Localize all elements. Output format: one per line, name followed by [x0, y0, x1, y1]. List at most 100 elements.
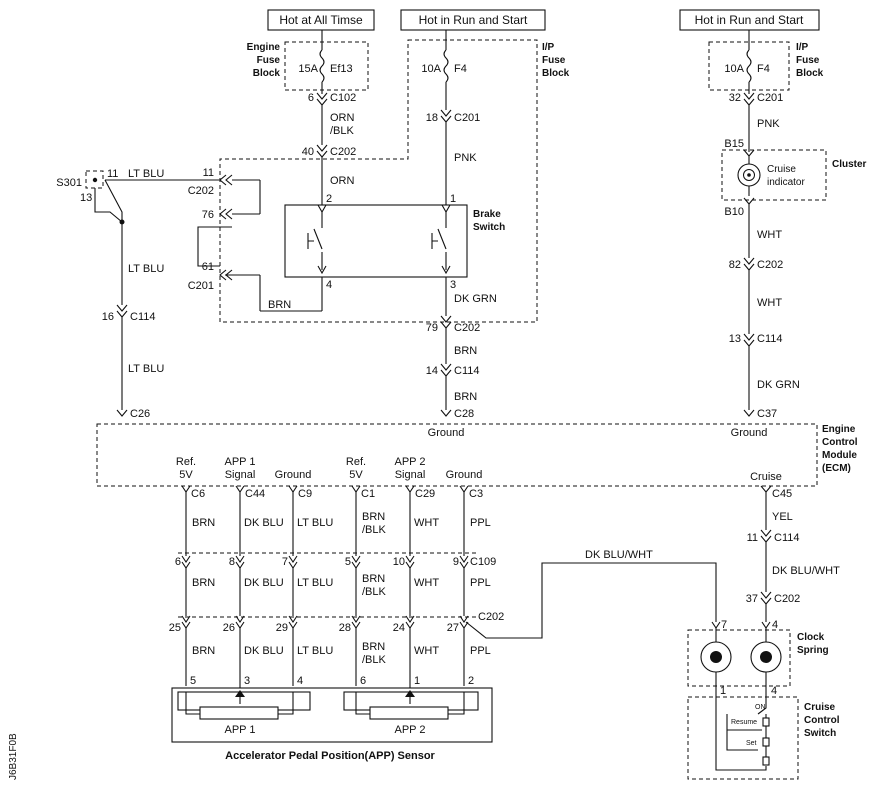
svg-text:Control: Control: [804, 715, 840, 726]
svg-text:82: 82: [729, 259, 741, 271]
svg-text:10: 10: [393, 556, 405, 568]
svg-text:27: 27: [447, 622, 459, 634]
svg-text:11: 11: [747, 532, 758, 544]
svg-text:Cruise: Cruise: [767, 164, 796, 175]
svg-text:/BLK: /BLK: [362, 654, 387, 666]
svg-text:ON: ON: [755, 704, 766, 711]
app-terminal-6: Ground C3 PPL 9 PPL 27 PPL: [446, 469, 491, 686]
svg-text:16: 16: [102, 311, 114, 323]
svg-text:ORN: ORN: [330, 112, 355, 124]
svg-text:4: 4: [326, 279, 332, 291]
svg-text:indicator: indicator: [767, 177, 805, 188]
splice-s301: S301 11 13 LT BLU 16 C114 LT BLU C26: [56, 168, 164, 420]
svg-text:40: 40: [302, 146, 314, 158]
svg-text:BRN: BRN: [362, 573, 385, 585]
svg-text:13: 13: [729, 333, 741, 345]
svg-text:APP 2: APP 2: [395, 456, 426, 468]
svg-text:Engine: Engine: [822, 424, 856, 435]
column-engine-fuse: 15A Ef13 Engine Fuse Block 6 C102 ORN /B…: [247, 30, 369, 205]
svg-text:76: 76: [202, 209, 214, 221]
svg-text:6: 6: [308, 92, 314, 104]
svg-text:2: 2: [326, 193, 332, 205]
app1-resistor-icon: [199, 706, 279, 720]
svg-text:C114: C114: [757, 333, 782, 345]
svg-text:DK BLU/WHT: DK BLU/WHT: [772, 565, 840, 577]
svg-text:C6: C6: [191, 488, 205, 500]
fuse-f4-icon: [443, 49, 449, 83]
svg-text:DK BLU/WHT: DK BLU/WHT: [585, 549, 653, 561]
clock-spring: 7 4 Clock Spring: [687, 619, 829, 700]
svg-text:C37: C37: [757, 408, 777, 420]
svg-text:BRN: BRN: [192, 577, 215, 589]
app-terminal-1: Ref. 5V C6 BRN 6 BRN 25 BRN: [169, 456, 215, 686]
svg-text:YEL: YEL: [772, 511, 793, 523]
svg-text:13: 13: [80, 192, 92, 204]
svg-text:BRN: BRN: [454, 391, 477, 403]
diagram-code: J6B31F0B: [8, 733, 19, 780]
svg-text:1: 1: [414, 675, 420, 687]
svg-text:C102: C102: [330, 92, 356, 104]
svg-text:PPL: PPL: [470, 645, 491, 657]
svg-text:PNK: PNK: [757, 118, 780, 130]
svg-text:BRN: BRN: [192, 645, 215, 657]
svg-text:C28: C28: [454, 408, 474, 420]
svg-text:APP 1: APP 1: [225, 456, 256, 468]
power-header-3: Hot in Run and Start: [679, 9, 820, 31]
svg-text:37: 37: [746, 593, 758, 605]
ip-fuse-block-outline: [219, 39, 538, 323]
svg-text:Switch: Switch: [473, 222, 505, 233]
svg-text:/BLK: /BLK: [362, 586, 387, 598]
svg-text:BRN: BRN: [362, 511, 385, 523]
svg-text:C202: C202: [330, 146, 356, 158]
svg-text:32: 32: [729, 92, 741, 104]
svg-text:Cluster: Cluster: [832, 159, 867, 170]
svg-text:11: 11: [203, 167, 214, 179]
app-sensor: 5 3 4 6 1 2 APP 1 APP 2 Accelerator Peda…: [171, 675, 493, 762]
svg-text:BRN: BRN: [454, 345, 477, 357]
app-terminal-3: Ground C9 LT BLU 7 LT BLU 29 LT BLU: [275, 469, 333, 686]
svg-text:LT BLU: LT BLU: [297, 577, 333, 589]
svg-text:C3: C3: [469, 488, 483, 500]
svg-text:Signal: Signal: [225, 469, 256, 481]
app-terminal-4: Ref. 5V C1 BRN /BLK 5 BRN /BLK 28 BRN /B…: [339, 456, 387, 686]
svg-text:1: 1: [720, 685, 726, 697]
svg-text:/BLK: /BLK: [330, 125, 355, 137]
svg-text:61: 61: [202, 261, 214, 273]
svg-text:Block: Block: [796, 68, 824, 79]
svg-text:LT BLU: LT BLU: [128, 168, 164, 180]
lt-blu-brake-loop: BRN: [225, 274, 323, 312]
svg-text:7: 7: [282, 556, 288, 568]
svg-text:Accelerator Pedal Position(APP: Accelerator Pedal Position(APP) Sensor: [225, 750, 435, 762]
svg-text:28: 28: [339, 622, 351, 634]
ecm-module: Ground Ground Cruise Engine Control Modu…: [96, 423, 858, 487]
svg-text:4: 4: [771, 685, 777, 697]
svg-text:10A: 10A: [724, 63, 744, 75]
svg-text:3: 3: [244, 675, 250, 687]
svg-text:Resume: Resume: [731, 719, 757, 726]
svg-text:C202: C202: [757, 259, 783, 271]
svg-text:LT BLU: LT BLU: [128, 363, 164, 375]
svg-text:6: 6: [175, 556, 181, 568]
svg-text:29: 29: [276, 622, 288, 634]
svg-text:PPL: PPL: [470, 517, 491, 529]
svg-text:C1: C1: [361, 488, 375, 500]
svg-text:Engine: Engine: [247, 42, 281, 53]
svg-text:9: 9: [453, 556, 459, 568]
svg-text:14: 14: [426, 365, 438, 377]
svg-text:4: 4: [297, 675, 303, 687]
svg-text:F4: F4: [454, 63, 467, 75]
svg-text:Ground: Ground: [428, 427, 465, 439]
svg-text:Signal: Signal: [395, 469, 426, 481]
c109-c202-rails: C109 C202: [178, 552, 504, 623]
svg-text:BRN: BRN: [192, 517, 215, 529]
svg-text:BRN: BRN: [268, 299, 291, 311]
svg-text:DK BLU: DK BLU: [244, 517, 284, 529]
svg-text:C114: C114: [130, 311, 155, 323]
column-ip-fuse: 10A F4 I/P Fuse Block 18 C201 PNK: [421, 30, 570, 205]
svg-text:WHT: WHT: [757, 297, 782, 309]
svg-text:DK GRN: DK GRN: [454, 293, 497, 305]
svg-text:I/P: I/P: [796, 42, 809, 53]
svg-text:Ground: Ground: [446, 469, 483, 481]
svg-text:BRN: BRN: [362, 641, 385, 653]
